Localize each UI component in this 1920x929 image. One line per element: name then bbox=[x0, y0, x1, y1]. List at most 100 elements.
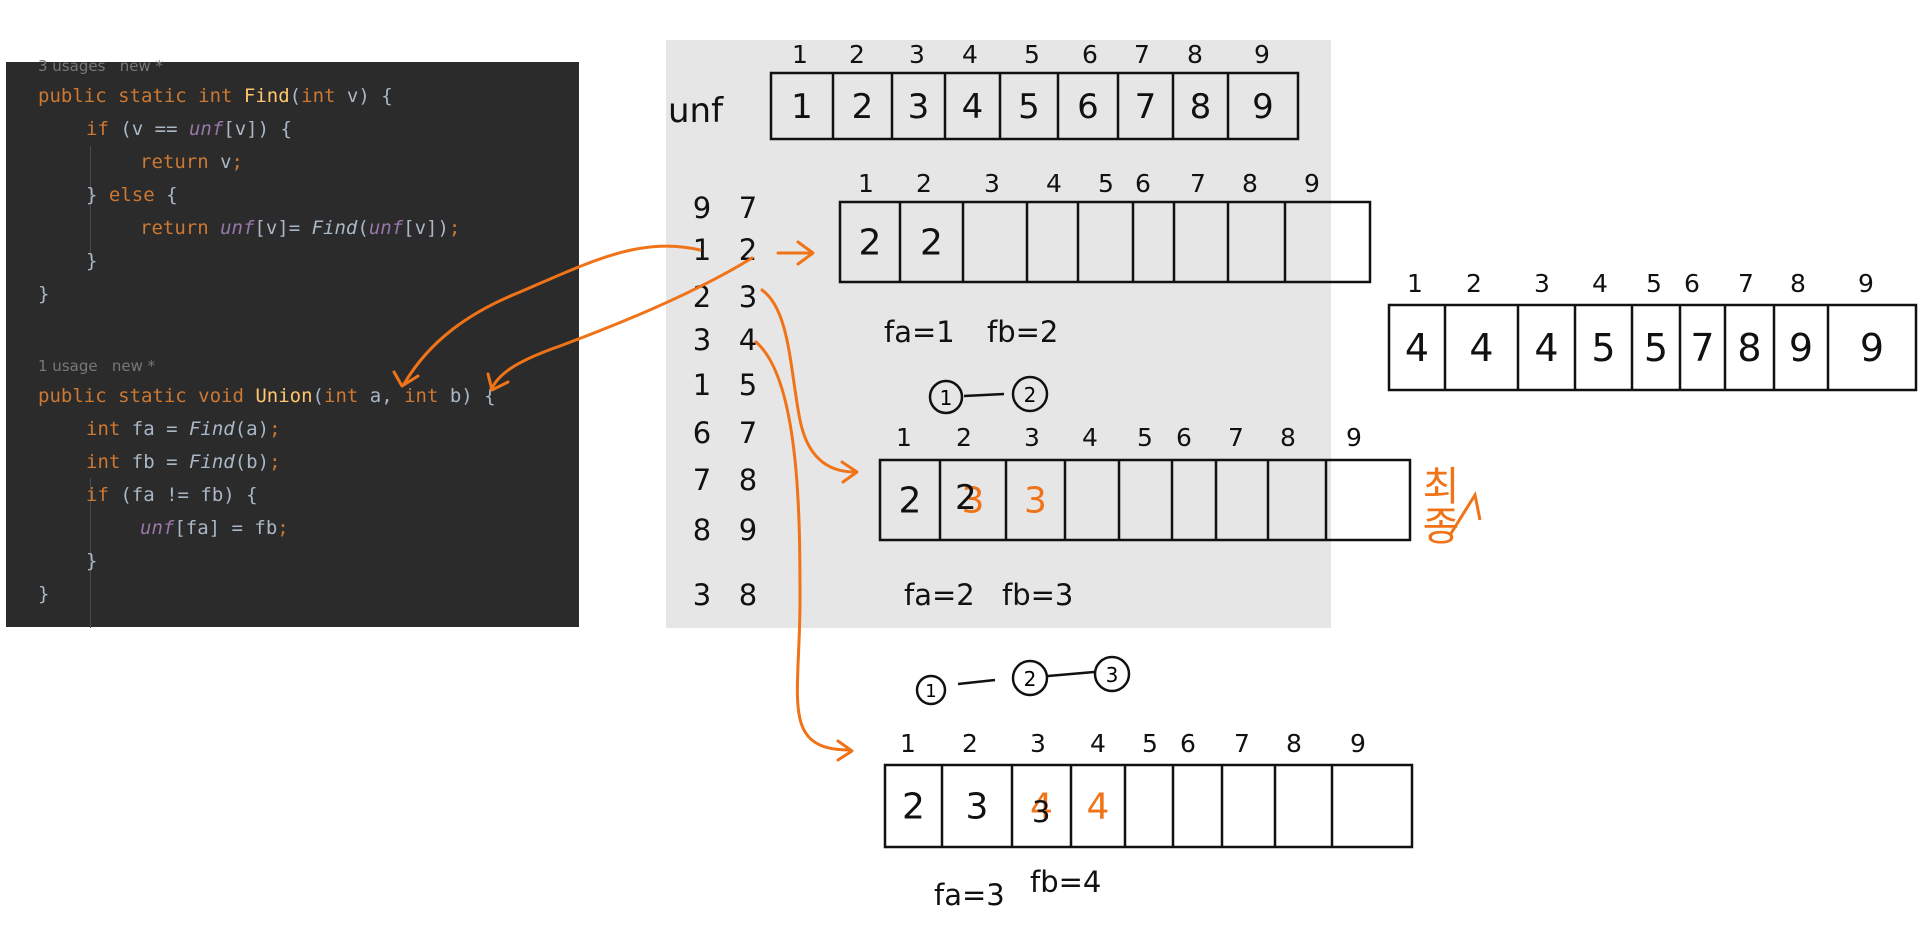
pair-7-b: 9 bbox=[739, 513, 757, 547]
step2-array-frame bbox=[878, 458, 1412, 542]
arrow-to-step3 bbox=[754, 340, 852, 752]
fin-value-5: 5 bbox=[1644, 326, 1668, 370]
pair-5-b: 7 bbox=[739, 416, 757, 450]
fin-index-2: 2 bbox=[1466, 269, 1482, 298]
unf-array-frame bbox=[769, 71, 1300, 141]
code-line-close-brace: } bbox=[38, 283, 50, 305]
unf-value-8: 8 bbox=[1190, 87, 1212, 127]
node-1 bbox=[915, 674, 947, 706]
s1-value-2: 2 bbox=[920, 223, 943, 264]
fin-value-7: 8 bbox=[1737, 326, 1761, 370]
step3-fb: fb=4 bbox=[1030, 865, 1101, 899]
fin-value-4: 5 bbox=[1591, 326, 1615, 370]
usage-hint-union: 1 usage new * bbox=[38, 357, 156, 375]
s2-value-3: 3 bbox=[1024, 481, 1047, 522]
unf-index-5: 5 bbox=[1024, 40, 1040, 69]
arrow-to-param-a bbox=[402, 244, 702, 386]
s1-index-7: 7 bbox=[1190, 169, 1206, 198]
unf-value-1: 1 bbox=[791, 87, 813, 127]
unf-index-4: 4 bbox=[962, 40, 978, 69]
step3-fa: fa=3 bbox=[934, 878, 1005, 912]
step2-fa: fa=2 bbox=[904, 578, 975, 612]
fin-index-7: 7 bbox=[1738, 269, 1754, 298]
pair-6-b: 8 bbox=[739, 463, 757, 497]
unf-value-5: 5 bbox=[1018, 87, 1040, 127]
code-line-return-v: return v; bbox=[140, 151, 243, 173]
s1-index-1: 1 bbox=[858, 169, 874, 198]
s3-index-6: 6 bbox=[1180, 729, 1196, 758]
arrowhead bbox=[796, 240, 815, 266]
unf-value-3: 3 bbox=[908, 87, 930, 127]
s3-value-2: 3 bbox=[966, 787, 989, 828]
arrowhead bbox=[486, 372, 510, 392]
fin-value-8: 9 bbox=[1789, 326, 1813, 370]
fin-index-5: 5 bbox=[1646, 269, 1662, 298]
pair-3-a: 3 bbox=[693, 323, 711, 357]
unf-value-9: 9 bbox=[1252, 87, 1274, 127]
s1-index-8: 8 bbox=[1242, 169, 1258, 198]
pair-6-a: 7 bbox=[693, 463, 711, 497]
node-3 bbox=[1093, 655, 1131, 693]
s2-index-2: 2 bbox=[956, 423, 972, 452]
s1-value-1: 2 bbox=[859, 223, 882, 264]
pair-8-a: 3 bbox=[693, 578, 711, 612]
final-label: 최종 bbox=[1414, 465, 1460, 545]
code-line-if-fa-fb: if (fa != fb) { bbox=[86, 484, 258, 506]
unf-index-2: 2 bbox=[849, 40, 865, 69]
pair-8-b: 8 bbox=[739, 578, 757, 612]
s3-index-8: 8 bbox=[1286, 729, 1302, 758]
s1-index-5: 5 bbox=[1098, 169, 1114, 198]
pairs-header-left: 9 bbox=[693, 191, 711, 225]
s2-index-1: 1 bbox=[896, 423, 912, 452]
node-3-label: 3 bbox=[1106, 663, 1119, 687]
unf-index-8: 8 bbox=[1187, 40, 1203, 69]
unf-index-9: 9 bbox=[1254, 40, 1270, 69]
node-link bbox=[963, 392, 1005, 398]
fin-index-1: 1 bbox=[1407, 269, 1423, 298]
s2-value-2: 3 bbox=[962, 481, 985, 522]
s1-index-2: 2 bbox=[916, 169, 932, 198]
s2-index-6: 6 bbox=[1176, 423, 1192, 452]
fin-value-1: 4 bbox=[1405, 326, 1429, 370]
s2-index-8: 8 bbox=[1280, 423, 1296, 452]
s2-index-4: 4 bbox=[1082, 423, 1098, 452]
fin-value-6: 7 bbox=[1690, 326, 1714, 370]
fin-value-3: 4 bbox=[1534, 326, 1558, 370]
pair-7-a: 8 bbox=[693, 513, 711, 547]
unf-index-6: 6 bbox=[1082, 40, 1098, 69]
unf-index-1: 1 bbox=[792, 40, 808, 69]
unf-value-7: 7 bbox=[1135, 87, 1157, 127]
node-link bbox=[957, 678, 996, 686]
unf-label: unf bbox=[668, 91, 724, 131]
node-1 bbox=[928, 379, 964, 415]
arrow-to-param-b bbox=[490, 256, 754, 390]
code-editor: 3 usages new * public static int Find(in… bbox=[6, 57, 579, 628]
code-line-close-brace: } bbox=[86, 250, 98, 272]
step2-fb: fb=3 bbox=[1002, 578, 1073, 612]
code-line-else: } else { bbox=[86, 184, 178, 206]
s3-value-4: 4 bbox=[1087, 787, 1110, 828]
code-line-assign: unf[fa] = fb; bbox=[140, 517, 289, 539]
code-line-close-brace: } bbox=[86, 550, 98, 572]
fin-index-6: 6 bbox=[1684, 269, 1700, 298]
code-line-union-signature: public static void Union(int a, int b) { bbox=[38, 385, 496, 407]
step3-struck-value: 3 bbox=[1032, 795, 1050, 829]
s2-index-5: 5 bbox=[1137, 423, 1153, 452]
code-line-close-brace: } bbox=[38, 583, 50, 605]
node-2 bbox=[1011, 659, 1049, 697]
s2-index-7: 7 bbox=[1228, 423, 1244, 452]
s2-value-1: 2 bbox=[899, 481, 922, 522]
fin-value-2: 4 bbox=[1469, 326, 1493, 370]
code-line-if: if (v == unf[v]) { bbox=[86, 118, 292, 140]
step2-struck-value: 2 bbox=[955, 478, 977, 518]
unf-value-4: 4 bbox=[962, 87, 984, 127]
arrowhead bbox=[840, 460, 859, 484]
usage-hint-find: 3 usages new * bbox=[38, 57, 163, 75]
unf-value-2: 2 bbox=[852, 87, 874, 127]
s1-index-9: 9 bbox=[1304, 169, 1320, 198]
node-1-label: 1 bbox=[925, 681, 936, 702]
node-1-label: 1 bbox=[940, 386, 953, 410]
unf-index-7: 7 bbox=[1134, 40, 1150, 69]
pairs-header-right: 7 bbox=[739, 191, 757, 225]
